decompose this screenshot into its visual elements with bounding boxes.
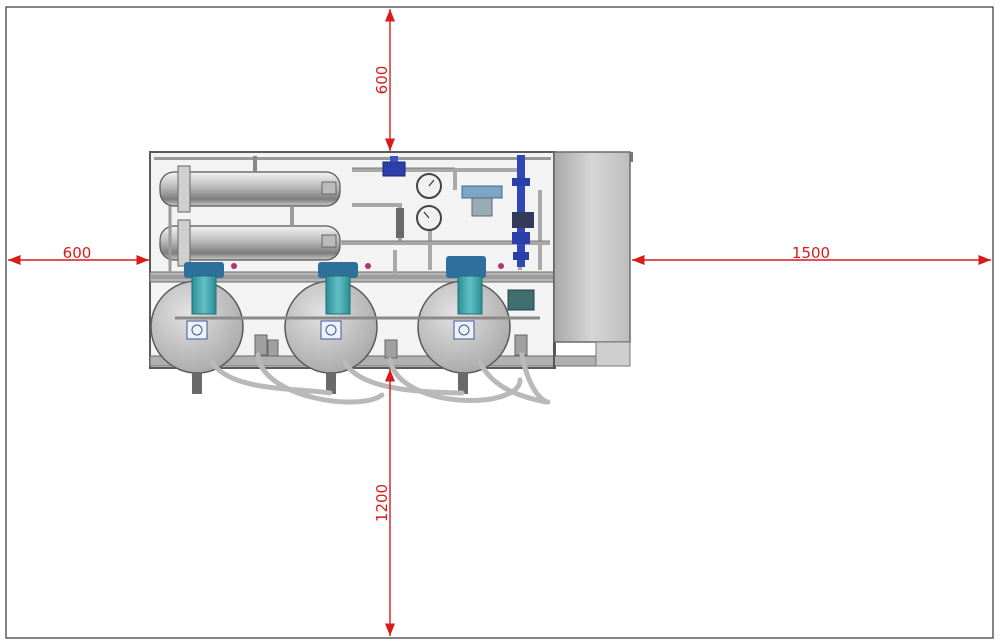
pump-drum-3 [417, 256, 511, 394]
dim-label-bottom: 1200 [373, 484, 391, 522]
blue-flow-column [512, 155, 534, 267]
machine-unit [149, 151, 633, 405]
drain-hoses [209, 352, 551, 405]
pressure-gauge-lower [416, 205, 442, 231]
filter-housing [461, 185, 503, 217]
heat-exchanger-lower [159, 219, 341, 267]
control-cabinet [553, 151, 631, 343]
pump-drum-2 [284, 262, 378, 394]
small-motor [507, 289, 535, 311]
dimension-lines [8, 9, 991, 636]
dim-label-top: 600 [373, 66, 391, 95]
dim-label-right: 1500 [792, 244, 830, 262]
blue-valve-top [382, 156, 406, 177]
pressure-gauge-upper [416, 173, 442, 199]
dim-label-left: 600 [63, 244, 92, 262]
sheet-border [5, 6, 994, 639]
pump-drum-1 [150, 262, 244, 394]
heat-exchanger-upper [159, 156, 341, 213]
